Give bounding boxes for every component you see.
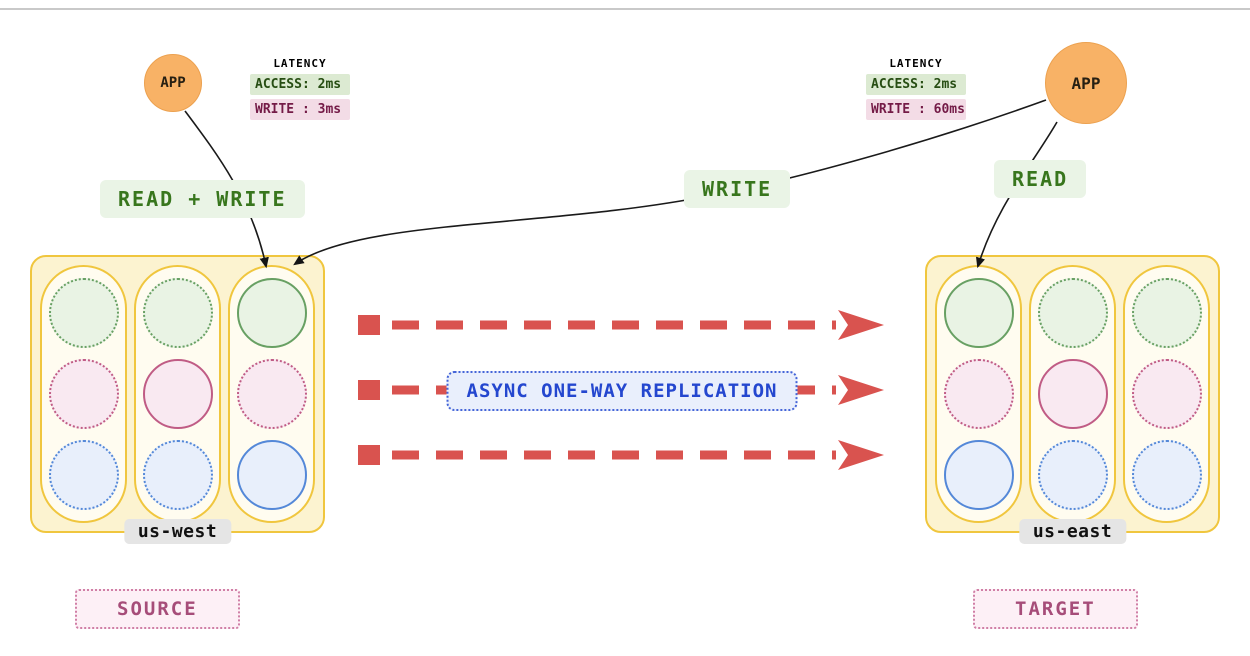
- cluster-us-east: us-east: [925, 255, 1220, 544]
- node-column: [228, 265, 315, 523]
- app-label: APP: [1071, 73, 1101, 93]
- db-node-blue-dotted: [142, 440, 213, 510]
- app-node-right: APP: [1045, 42, 1127, 124]
- target-badge: TARGET: [973, 589, 1138, 629]
- app-node-left: APP: [144, 54, 202, 112]
- latency-title: LATENCY: [889, 57, 943, 70]
- db-node-blue-solid: [943, 440, 1014, 510]
- db-node-pink-dotted: [236, 359, 307, 429]
- db-node-pink-dotted: [943, 359, 1014, 429]
- db-node-green-dotted: [1131, 278, 1202, 348]
- db-node-pink-solid: [1037, 359, 1108, 429]
- node-column: [935, 265, 1022, 523]
- db-node-green-dotted: [48, 278, 119, 348]
- db-node-blue-solid: [236, 440, 307, 510]
- access-latency-badge: ACCESS: 2ms: [250, 74, 350, 95]
- app-label: APP: [160, 75, 186, 91]
- replication-arrow-top: [358, 310, 884, 340]
- db-node-green-solid: [236, 278, 307, 348]
- replication-arrow-bottom: [358, 440, 884, 470]
- db-node-blue-dotted: [48, 440, 119, 510]
- db-node-pink-dotted: [48, 359, 119, 429]
- node-column: [1123, 265, 1210, 523]
- read-write-badge: READ + WRITE: [100, 180, 305, 218]
- node-column: [40, 265, 127, 523]
- access-latency-badge: ACCESS: 2ms: [866, 74, 966, 95]
- write-connector-arrow: [293, 99, 1047, 266]
- db-node-green-dotted: [1037, 278, 1108, 348]
- cluster-name-badge: us-east: [1018, 519, 1127, 544]
- db-node-green-dotted: [142, 278, 213, 348]
- latency-panel-right: LATENCY ACCESS: 2ms WRITE : 60ms: [866, 57, 966, 120]
- node-column: [134, 265, 221, 523]
- read-badge: READ: [994, 160, 1087, 198]
- write-badge: WRITE: [684, 170, 791, 208]
- source-badge: SOURCE: [75, 589, 240, 629]
- db-node-pink-solid: [142, 359, 213, 429]
- cluster-us-east-columns: [935, 265, 1210, 523]
- write-latency-badge: WRITE : 3ms: [250, 99, 350, 120]
- latency-panel-left: LATENCY ACCESS: 2ms WRITE : 3ms: [250, 57, 350, 120]
- cluster-us-west-columns: [40, 265, 315, 523]
- db-node-green-solid: [943, 278, 1014, 348]
- top-divider: [0, 8, 1250, 10]
- node-column: [1029, 265, 1116, 523]
- async-replication-label: ASYNC ONE-WAY REPLICATION: [446, 371, 798, 411]
- latency-title: LATENCY: [273, 57, 327, 70]
- db-node-blue-dotted: [1037, 440, 1108, 510]
- db-node-blue-dotted: [1131, 440, 1202, 510]
- db-node-pink-dotted: [1131, 359, 1202, 429]
- cluster-name-badge: us-west: [123, 519, 232, 544]
- write-latency-badge: WRITE : 60ms: [866, 99, 966, 120]
- cluster-us-west: us-west: [30, 255, 325, 544]
